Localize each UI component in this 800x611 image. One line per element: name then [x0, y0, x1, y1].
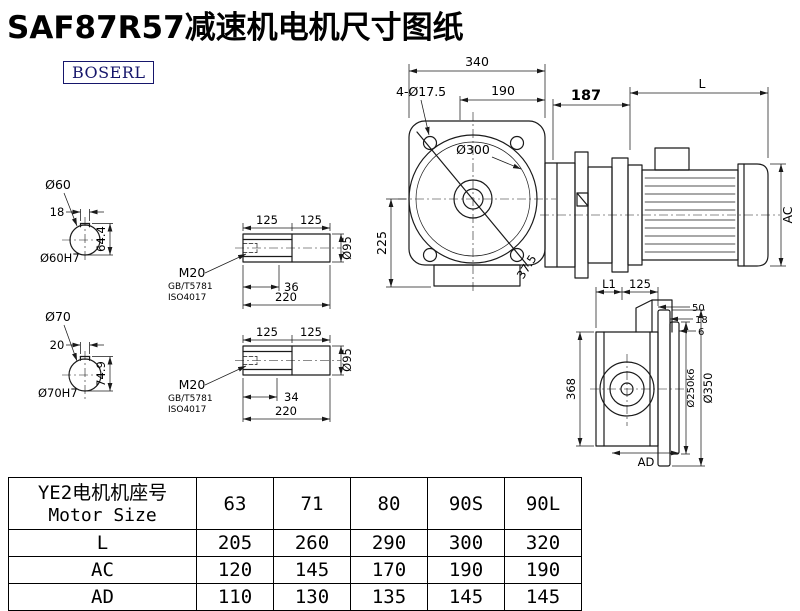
motor-size-71: 71 — [273, 477, 351, 530]
technical-drawing: 340 190 4-Ø17.5 Ø300 225 37.5 — [38, 54, 795, 469]
front-view-dimensions: 340 190 4-Ø17.5 Ø300 225 37.5 — [374, 54, 546, 288]
dim-225: 225 — [374, 231, 389, 255]
dim-220-b: 220 — [275, 404, 297, 418]
table-cell: 260 — [273, 529, 351, 557]
table-row-l: L 205 260 290 300 320 — [8, 529, 582, 557]
shaft-section-60: Ø60 18 64.4 Ø60H7 — [40, 177, 113, 265]
motor-size-90l: 90L — [504, 477, 582, 530]
table-cell: 145 — [504, 583, 582, 611]
dim-125-c: 125 — [256, 325, 278, 339]
dim-64-4: 64.4 — [94, 226, 108, 252]
motor-size-label-en: Motor Size — [48, 504, 157, 526]
gearbox-side-view: L1 125 50 18 6 368 Ø250k6 Ø350 AD — [564, 277, 715, 469]
table-cell: 170 — [350, 556, 428, 584]
dim-AC: AC — [780, 206, 795, 223]
page-title: SAF87R57减速机电机尺寸图纸 — [7, 10, 464, 46]
dim-125-d: 125 — [300, 325, 322, 339]
motor-fins — [644, 177, 736, 253]
table-row-ad: AD 110 130 135 145 145 — [8, 583, 582, 611]
dim-AD: AD — [638, 455, 655, 469]
dim-key-18: 18 — [50, 205, 65, 219]
dim-d300: Ø300 — [456, 142, 490, 157]
dim-d60h7: Ø60H7 — [40, 251, 80, 265]
table-header-row: YE2电机机座号 Motor Size 63 71 80 90S 90L — [8, 477, 582, 530]
motor-size-63: 63 — [196, 477, 274, 530]
dim-key-20: 20 — [50, 338, 65, 352]
shaft-section-70: Ø70 20 74.9 Ø70H7 — [38, 309, 113, 400]
dim-d70h7: Ø70H7 — [38, 386, 78, 400]
table-cell: 320 — [504, 529, 582, 557]
dim-bolt-holes: 4-Ø17.5 — [396, 84, 446, 99]
dim-368: 368 — [564, 378, 578, 400]
dim-125-b: 125 — [300, 213, 322, 227]
dim-125-side: 125 — [629, 277, 651, 291]
dim-L: L — [699, 76, 706, 91]
dim-m20: M20 — [179, 265, 206, 280]
dim-gb-standard: GB/T5781 — [168, 282, 213, 292]
dim-34: 34 — [284, 390, 299, 404]
dim-d250k6: Ø250k6 — [685, 368, 697, 407]
row-label-l: L — [8, 529, 197, 557]
dim-m20-b: M20 — [179, 377, 206, 392]
dim-d95-a: Ø95 — [340, 236, 354, 260]
logo-text: BOSERL — [72, 63, 146, 82]
table-cell: 145 — [427, 583, 505, 611]
dim-d350: Ø350 — [701, 372, 715, 403]
table-row-ac: AC 120 145 170 190 190 — [8, 556, 582, 584]
dim-74-9: 74.9 — [94, 361, 108, 387]
motor-size-90s: 90S — [427, 477, 505, 530]
row-label-ac: AC — [8, 556, 197, 584]
dim-L1: L1 — [602, 277, 616, 291]
table-cell: 205 — [196, 529, 274, 557]
dim-d60: Ø60 — [45, 177, 71, 192]
motor-size-80: 80 — [350, 477, 428, 530]
table-cell: 190 — [504, 556, 582, 584]
table-cell: 300 — [427, 529, 505, 557]
table-cell: 190 — [427, 556, 505, 584]
table-cell: 135 — [350, 583, 428, 611]
dim-gb-standard-b: GB/T5781 — [168, 394, 213, 404]
dim-125-a: 125 — [256, 213, 278, 227]
dim-d95-b: Ø95 — [340, 348, 354, 372]
boserl-logo: BOSERL — [63, 61, 155, 84]
motor-size-label-cn: YE2电机机座号 — [37, 482, 168, 505]
gearbox-front-view — [398, 112, 556, 294]
motor-side-view — [540, 147, 780, 279]
dim-iso-standard: ISO4017 — [168, 293, 206, 303]
table-cell: 120 — [196, 556, 274, 584]
table-cell: 130 — [273, 583, 351, 611]
table-cell: 110 — [196, 583, 274, 611]
dim-iso-standard-b: ISO4017 — [168, 405, 206, 415]
table-cell: 145 — [273, 556, 351, 584]
shaft-detail-bottom: 125 125 M20 GB/T5781 ISO4017 34 220 Ø95 — [168, 325, 354, 422]
motor-size-table: YE2电机机座号 Motor Size 63 71 80 90S 90L L 2… — [8, 477, 582, 611]
dim-37-5: 37.5 — [514, 252, 540, 281]
shaft-detail-top: 125 125 M20 GB/T5781 ISO4017 36 220 Ø95 — [168, 213, 354, 309]
row-label-ad: AD — [8, 583, 197, 611]
dim-340: 340 — [465, 54, 489, 69]
table-cell: 290 — [350, 529, 428, 557]
dim-50: 50 — [692, 303, 705, 314]
dim-d70: Ø70 — [45, 309, 71, 324]
dim-220-a: 220 — [275, 290, 297, 304]
motor-size-header-cell: YE2电机机座号 Motor Size — [8, 477, 197, 530]
dim-36: 36 — [284, 280, 299, 294]
dim-187: 187 — [571, 88, 601, 104]
motor-view-dimensions: 187 L AC — [552, 76, 795, 267]
dim-190: 190 — [491, 83, 515, 98]
